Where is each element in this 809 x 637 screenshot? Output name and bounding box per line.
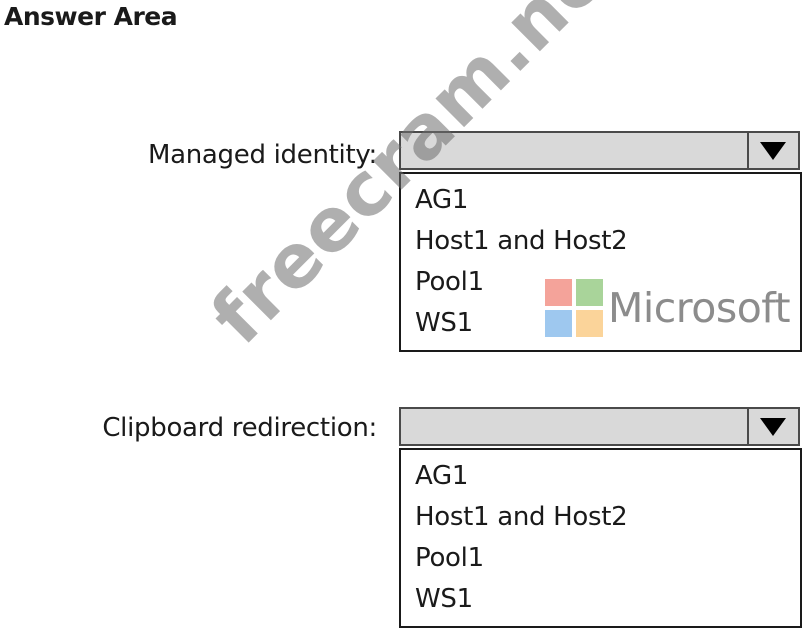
clipboard-redirection-label: Clipboard redirection: <box>102 413 377 443</box>
clipboard-redirection-option-ws1[interactable]: WS1 <box>415 584 473 614</box>
microsoft-logo-icon <box>545 279 603 337</box>
managed-identity-option-ag1[interactable]: AG1 <box>415 185 469 215</box>
logo-square-green <box>576 279 603 306</box>
triangle-down-icon <box>760 418 786 436</box>
logo-square-blue <box>545 310 572 337</box>
managed-identity-label: Managed identity: <box>147 140 377 170</box>
clipboard-redirection-option-pool1[interactable]: Pool1 <box>415 543 484 573</box>
managed-identity-option-pool1[interactable]: Pool1 <box>415 267 484 297</box>
clipboard-redirection-options-list: AG1 Host1 and Host2 Pool1 WS1 <box>399 448 802 628</box>
logo-square-yellow <box>576 310 603 337</box>
answer-area-title: Answer Area <box>4 2 178 31</box>
clipboard-redirection-option-host1-host2[interactable]: Host1 and Host2 <box>415 502 628 532</box>
clipboard-redirection-dropdown-button[interactable] <box>747 409 798 444</box>
clipboard-redirection-option-ag1[interactable]: AG1 <box>415 461 469 491</box>
managed-identity-dropdown-button[interactable] <box>747 133 798 168</box>
managed-identity-option-host1-host2[interactable]: Host1 and Host2 <box>415 226 628 256</box>
triangle-down-icon <box>760 142 786 160</box>
clipboard-redirection-dropdown[interactable] <box>399 407 800 446</box>
logo-square-red <box>545 279 572 306</box>
managed-identity-dropdown[interactable] <box>399 131 800 170</box>
managed-identity-option-ws1[interactable]: WS1 <box>415 308 473 338</box>
